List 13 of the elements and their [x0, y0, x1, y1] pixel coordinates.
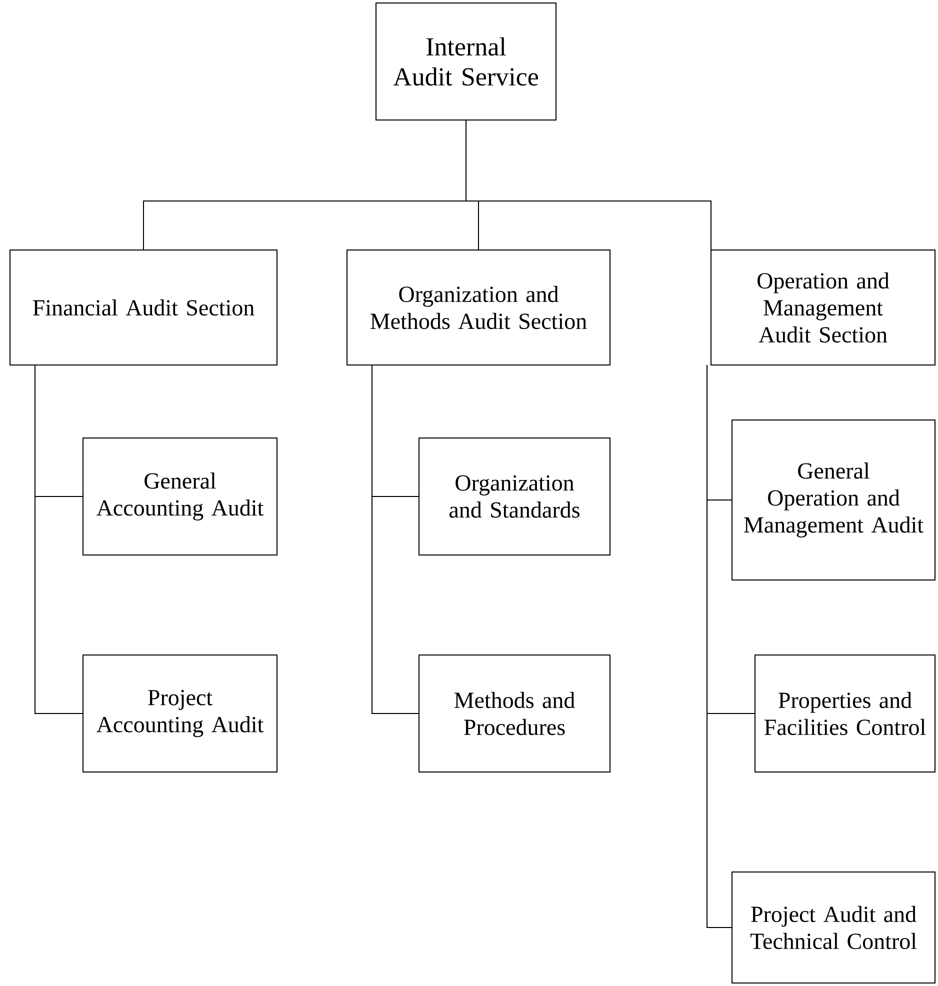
org-box: Methods and Procedures [418, 654, 610, 772]
org-box: Properties and Facilities Control [754, 654, 936, 772]
org-box: Organization and Standards [418, 438, 610, 556]
org-box: Operation and Management Audit Section [710, 250, 936, 366]
org-box: General Operation and Management Audit [732, 420, 936, 580]
org-box: Financial Audit Section [10, 250, 278, 366]
org-box: Project Accounting Audit [82, 654, 278, 772]
org-box: Organization and Methods Audit Section [346, 250, 610, 366]
connector-line [706, 364, 732, 928]
org-box: General Accounting Audit [82, 438, 278, 556]
connector-line [466, 120, 712, 250]
org-box: Internal Audit Service [376, 2, 556, 120]
org-box: Project Audit and Technical Control [732, 872, 936, 984]
